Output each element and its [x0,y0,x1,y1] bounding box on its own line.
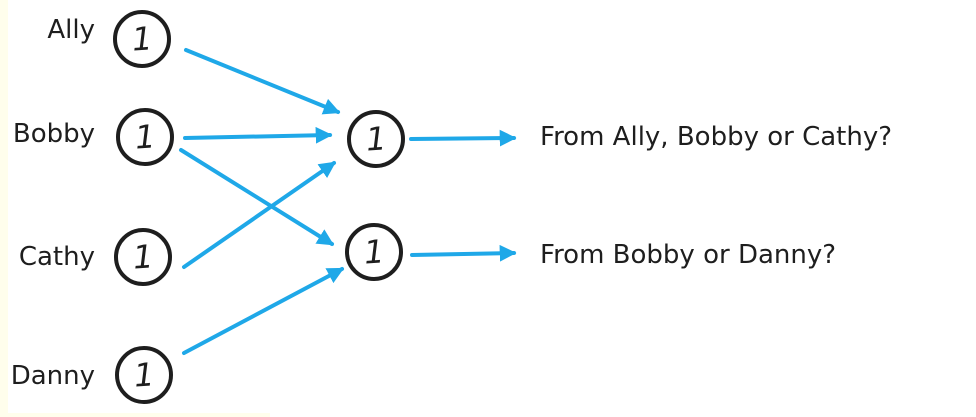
annotation-hidden2-sources: From Bobby or Danny? [540,240,837,270]
edge-bobby-to-hidden1 [183,126,333,144]
edge-danny-to-hidden2 [182,267,345,355]
input-node-danny: 1 [115,346,173,404]
edge-ally-to-hidden1 [184,48,341,115]
input-label-danny: Danny [10,361,95,391]
node-value: 1 [362,232,386,272]
edge-bobby-to-hidden2 [179,148,335,246]
input-node-ally: 1 [113,10,171,68]
hidden-node-1: 1 [347,110,405,168]
input-label-bobby: Bobby [12,119,95,149]
node-value: 1 [364,119,388,159]
input-node-cathy: 1 [114,228,172,286]
page-edge-strip-bottom [0,413,270,417]
input-label-cathy: Cathy [18,242,95,272]
node-value: 1 [133,117,157,157]
page-edge-strip-left [0,0,8,417]
input-label-ally: Ally [47,15,95,45]
node-value: 1 [132,355,156,395]
edge-cathy-to-hidden1 [182,161,337,269]
hidden-node-2: 1 [345,223,403,281]
node-value: 1 [130,19,154,59]
edge-hidden1-to-annotation1 [409,129,517,147]
annotation-hidden1-sources: From Ally, Bobby or Cathy? [540,122,893,152]
node-value: 1 [131,237,155,277]
edge-hidden2-to-annotation2 [410,244,517,262]
input-node-bobby: 1 [116,108,174,166]
